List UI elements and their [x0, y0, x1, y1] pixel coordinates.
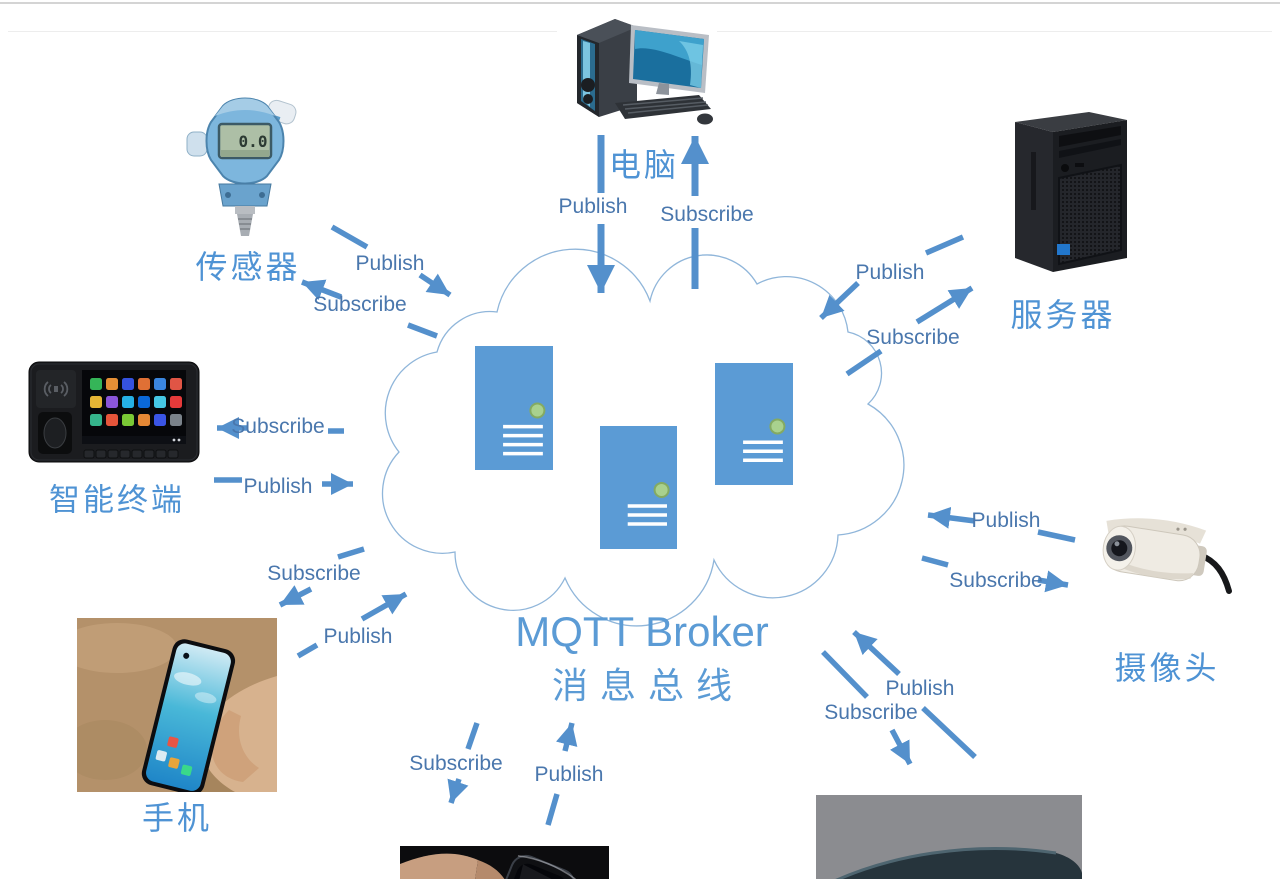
broker-title: MQTT Broker	[515, 608, 769, 655]
arrow-car-subscribe	[889, 728, 913, 766]
arrow-car-publish	[921, 705, 977, 760]
flow-label-smartwatch-subscribe: Subscribe	[409, 752, 503, 775]
arrow-sensor-publish	[330, 224, 369, 250]
flow-label-sensor-publish: Publish	[355, 252, 425, 275]
page-top-border	[0, 2, 1280, 4]
broker-server-icon	[600, 426, 677, 549]
phone-label: 手机	[141, 800, 213, 836]
broker-subtitle: 消息总线	[551, 665, 745, 706]
arrow-sensor-subscribe	[407, 322, 438, 339]
arrow-phone-subscribe	[337, 546, 365, 560]
flow-label-terminal-subscribe: Subscribe	[231, 415, 325, 438]
arrow-sensor-subscribe	[301, 279, 342, 301]
flow-label-server-publish: Publish	[855, 261, 925, 284]
phone-image	[77, 618, 277, 792]
arrow-smartwatch-subscribe	[465, 722, 480, 750]
arrow-camera-publish	[1037, 529, 1076, 543]
flow-label-car-publish: Publish	[885, 677, 955, 700]
arrow-car-subscribe	[821, 650, 869, 699]
flow-label-server-subscribe: Subscribe	[866, 326, 960, 349]
car-image	[816, 795, 1082, 879]
flow-label-smartwatch-publish: Publish	[534, 763, 604, 786]
arrow-phone-publish	[296, 642, 319, 659]
arrow-smartwatch-publish	[555, 722, 578, 752]
arrow-server-publish	[819, 281, 860, 320]
computer-label: 电脑	[608, 147, 680, 183]
sensor-image: 0.0	[185, 88, 305, 238]
arrow-car-publish	[852, 629, 901, 677]
flow-label-phone-publish: Publish	[323, 625, 393, 648]
pubsub-arrows	[214, 131, 1076, 826]
sensor-label: 传感器	[195, 249, 301, 285]
terminal-label: 智能终端	[49, 482, 185, 518]
camera-label: 摄像头	[1114, 650, 1220, 686]
broker-server-icon	[475, 346, 553, 470]
arrow-server-subscribe	[915, 285, 974, 325]
smartwatch-image	[400, 846, 609, 879]
server-image	[993, 108, 1138, 278]
flow-label-terminal-publish: Publish	[243, 475, 313, 498]
terminal-image	[28, 358, 200, 466]
arrow-smartwatch-publish	[545, 793, 560, 826]
server-label: 服务器	[1010, 297, 1116, 333]
flow-label-camera-subscribe: Subscribe	[949, 569, 1043, 592]
flow-label-computer-publish: Publish	[558, 195, 628, 218]
flow-label-car-subscribe: Subscribe	[824, 701, 918, 724]
svg-text:0.0: 0.0	[239, 132, 268, 151]
arrow-smartwatch-subscribe	[447, 778, 469, 804]
arrow-server-publish	[924, 234, 965, 256]
arrow-phone-subscribe	[278, 585, 313, 608]
flow-label-sensor-subscribe: Subscribe	[313, 293, 407, 316]
arrow-sensor-publish	[418, 272, 452, 298]
camera-image	[1096, 503, 1236, 603]
broker-servers	[475, 346, 793, 549]
flow-label-phone-subscribe: Subscribe	[267, 562, 361, 585]
flow-label-computer-subscribe: Subscribe	[660, 203, 754, 226]
arrow-camera-subscribe	[1037, 570, 1069, 593]
arrow-server-subscribe	[845, 348, 883, 377]
arrow-camera-subscribe	[921, 555, 949, 568]
arrow-phone-publish	[360, 591, 408, 622]
arrow-camera-publish	[927, 506, 976, 529]
broker-server-icon	[715, 363, 793, 485]
computer-image	[557, 5, 717, 135]
flow-label-camera-publish: Publish	[971, 509, 1041, 532]
